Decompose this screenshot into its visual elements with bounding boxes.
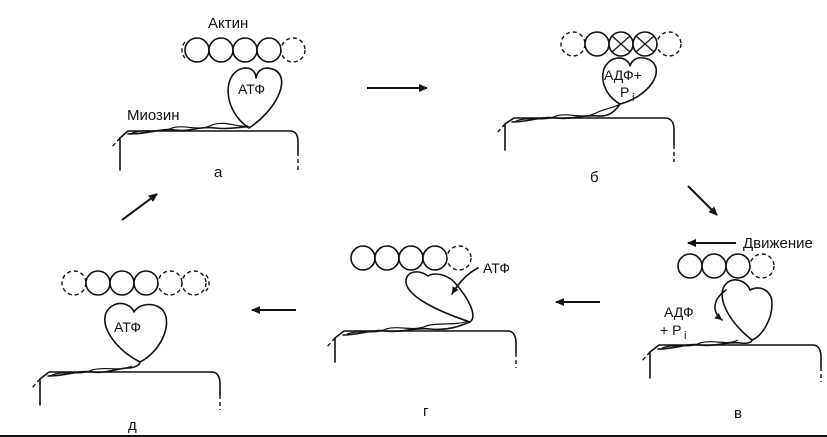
- myosin-head: [601, 56, 657, 105]
- actin-filament: [560, 31, 682, 57]
- myosin-head: [227, 67, 283, 129]
- arrow-d-to-a: [121, 193, 158, 221]
- stage-v: Движение АДФ + P i в: [640, 235, 822, 422]
- myosin-head: [104, 302, 168, 363]
- atp-label: АТФ: [238, 81, 265, 97]
- actin-label: Актин: [208, 15, 248, 32]
- myosin-label: Миозин: [127, 107, 180, 124]
- myosin-thick-filament: [39, 371, 221, 406]
- stage-label-b: б: [590, 169, 599, 186]
- stage-b: АДФ+ P i б: [495, 31, 682, 186]
- actin-filament: [677, 253, 775, 279]
- stage-g: АТФ г: [325, 245, 517, 420]
- stage-label-g: г: [423, 403, 429, 420]
- myosin-head: [721, 279, 773, 341]
- adp-label: АДФ: [664, 304, 694, 320]
- myosin-thick-filament: [649, 344, 822, 379]
- myosin-head: [405, 271, 474, 323]
- actin-filament: [350, 245, 472, 271]
- actin-filament: [181, 37, 306, 63]
- atp-label: АТФ: [483, 260, 510, 276]
- i-subscript: i: [632, 92, 634, 104]
- stage-label-a: а: [214, 164, 223, 181]
- atp-label: АТФ: [114, 319, 141, 335]
- movement-label: Движение: [743, 235, 813, 252]
- arrow-b-to-v: [687, 185, 718, 216]
- i-subscript: i: [684, 330, 686, 342]
- plus-p-label: + P: [660, 322, 681, 338]
- head-rotation-arrow: [714, 289, 727, 321]
- p-label: P: [620, 84, 629, 100]
- myosin-thick-filament: [334, 330, 517, 363]
- adp-plus-label: АДФ+: [604, 67, 642, 83]
- myosin-thick-filament: [119, 130, 299, 171]
- stage-d: АТФ д: [30, 270, 221, 434]
- actin-filament: [61, 270, 210, 296]
- stage-label-d: д: [128, 417, 137, 434]
- atp-binding-arrow: [451, 267, 479, 295]
- stage-a: Актин Миозин АТФ а: [110, 15, 306, 181]
- myosin-thick-filament: [504, 117, 675, 151]
- stage-label-v: в: [734, 405, 742, 422]
